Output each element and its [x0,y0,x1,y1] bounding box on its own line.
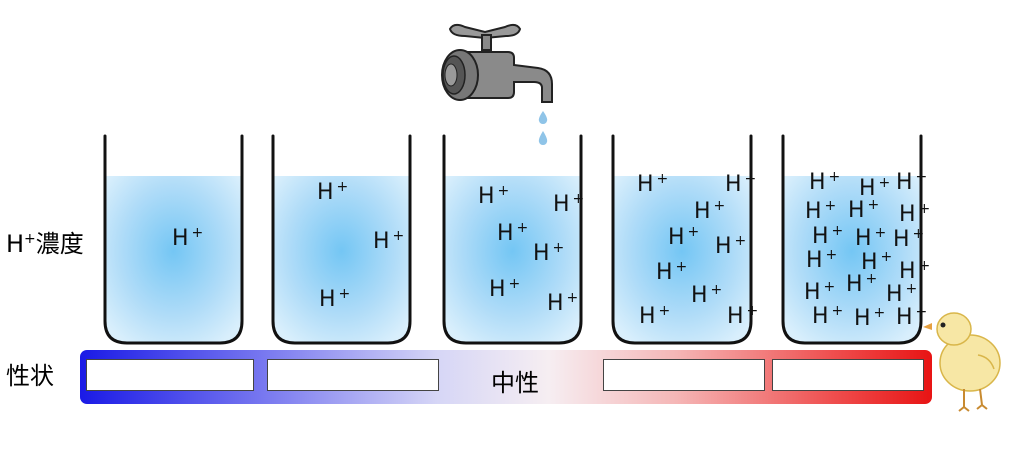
hydrogen-ion: H+ [855,225,886,251]
beaker-outline [103,134,244,345]
hydrogen-ion: H+ [725,171,756,197]
hydrogen-ion: H+ [317,179,348,205]
property-input-4[interactable] [772,359,924,391]
hydrogen-ion: H+ [694,198,725,224]
concentration-label-h: H [6,230,25,258]
hydrogen-ion: H+ [373,228,404,254]
beaker-water [444,176,581,343]
hydrogen-ion: H+ [319,286,350,312]
property-label: 性状 [6,362,54,390]
water-drop-icon [538,131,548,145]
hydrogen-ion: H+ [806,247,837,273]
hydrogen-ion: H+ [899,201,930,227]
hydrogen-ion: H+ [886,281,917,307]
concentration-label-word: 濃度 [35,230,84,258]
beaker-outline [442,134,583,345]
faucet-icon [441,23,553,145]
property-input-2[interactable] [267,359,439,391]
beaker-water [783,176,921,343]
hydrogen-ion: H+ [805,198,836,224]
hydrogen-ion: H+ [846,271,877,297]
beaker-water [613,176,751,343]
beaker-outline [781,134,923,345]
hydrogen-ion: H+ [812,303,843,329]
hydrogen-ion: H+ [859,175,890,201]
property-scale-bar: 中性 [80,350,932,404]
hydrogen-ion: H+ [489,276,520,302]
beaker: H+H+H+H+H+H+H+H+H+ [611,134,758,345]
chick-icon [923,312,1001,412]
beaker: H+ H+ H+ [271,134,412,345]
hydrogen-ion: H+ [553,191,584,217]
hydrogen-ion: H+ [854,305,885,331]
beaker: H+ [103,134,244,345]
beaker-water [273,176,410,343]
beaker-outline [611,134,753,345]
beaker: H+H+H+H+H+H+H+H+H+H+H+H+H+H+H+H+H+H+ [781,134,930,345]
beaker-water [105,176,242,343]
hydrogen-ion: H+ [848,197,879,223]
hydrogen-ion: H+ [896,304,927,330]
concentration-label: H+濃度 [6,232,84,256]
beaker-outline [271,134,412,345]
concentration-label-plus: + [24,231,36,247]
property-input-1[interactable] [86,359,254,391]
hydrogen-ion: H+ [899,258,930,284]
hydrogen-ion: H+ [639,303,670,329]
hydrogen-ion: H+ [656,259,687,285]
hydrogen-ion: H+ [812,223,843,249]
hydrogen-ion: H+ [691,282,722,308]
hydrogen-ion: H+ [727,303,758,329]
neutral-label: 中性 [491,369,539,397]
hydrogen-ion: H+ [637,171,668,197]
property-input-3[interactable] [603,359,765,391]
hydrogen-ion: H+ [809,169,840,195]
hydrogen-ion: H+ [896,169,927,195]
hydrogen-ion: H+ [497,220,528,246]
hydrogen-ion: H+ [804,279,835,305]
hydrogen-ion: H+ [893,226,924,252]
hydrogen-ion: H+ [861,249,892,275]
hydrogen-ion: H+ [533,240,564,266]
beaker: H+H+H+H+H+H+ [442,134,584,345]
hydrogen-ion: H+ [715,233,746,259]
water-drop-icon [538,111,548,124]
hydrogen-ion: H+ [478,183,509,209]
hydrogen-ion: H+ [668,224,699,250]
hydrogen-ion: H+ [172,225,203,251]
hydrogen-ion: H+ [547,290,578,316]
